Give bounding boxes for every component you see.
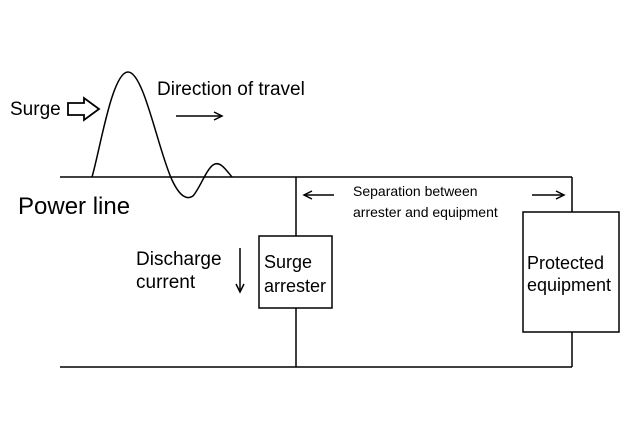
equipment-label-line1: Protected [527, 253, 604, 273]
separation-label-line2: arrester and equipment [353, 204, 498, 220]
discharge-label-line1: Discharge [136, 249, 222, 270]
direction-arrowhead [213, 111, 224, 121]
surge-arrow-icon [67, 96, 101, 122]
separation-arrowhead-left [302, 190, 313, 200]
surge-label: Surge [10, 99, 61, 120]
separation-arrowhead-right [555, 190, 566, 200]
equipment-label-line2: equipment [527, 275, 611, 295]
discharge-arrowhead [235, 283, 245, 294]
direction-label: Direction of travel [157, 79, 305, 100]
surge-arrester-box [258, 235, 333, 309]
discharge-label-line2: current [136, 272, 196, 293]
surge-waveform [91, 71, 233, 199]
separation-label-line1: Separation between [353, 183, 478, 199]
arrester-label-line2: arrester [264, 276, 326, 296]
power-line-label: Power line [18, 193, 130, 220]
protected-equipment-box [522, 211, 620, 333]
arrester-label-line1: Surge [264, 252, 312, 272]
